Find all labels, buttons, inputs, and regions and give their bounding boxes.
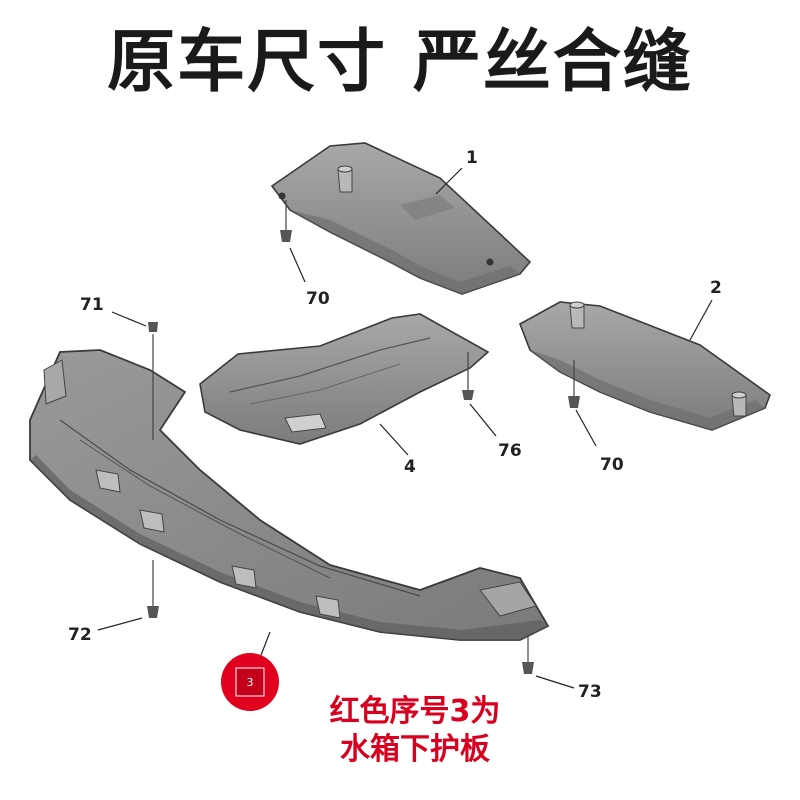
badge-label: 3 bbox=[247, 676, 254, 689]
caption-line-1: 红色序号3为 bbox=[329, 694, 501, 729]
callout-1: 1 bbox=[466, 148, 478, 168]
callout-73: 73 bbox=[578, 682, 602, 702]
callout-76: 76 bbox=[498, 441, 522, 461]
callout-71: 71 bbox=[80, 295, 104, 315]
callout-70-top: 70 bbox=[306, 289, 330, 309]
part-3-caption: 红色序号3为 水箱下护板 bbox=[285, 693, 545, 769]
screw-73 bbox=[522, 636, 534, 674]
callout-72: 72 bbox=[68, 625, 92, 645]
callout-2: 2 bbox=[710, 278, 722, 298]
part-2-shield bbox=[519, 301, 771, 431]
callout-4: 4 bbox=[404, 457, 416, 477]
screw-71 bbox=[148, 322, 158, 440]
screw-70-top bbox=[280, 200, 292, 242]
part-3-radiator-guard bbox=[29, 349, 550, 641]
screw-70-right bbox=[568, 360, 580, 408]
screw-76 bbox=[462, 352, 474, 400]
part-1-shield bbox=[270, 142, 532, 295]
part-4-shield bbox=[199, 313, 490, 445]
callout-70-right: 70 bbox=[600, 455, 624, 475]
screw-72 bbox=[147, 560, 159, 618]
page-title: 原车尺寸 严丝合缝 bbox=[107, 23, 693, 102]
part-3-badge: 3 bbox=[221, 653, 279, 711]
caption-line-2: 水箱下护板 bbox=[340, 732, 490, 767]
